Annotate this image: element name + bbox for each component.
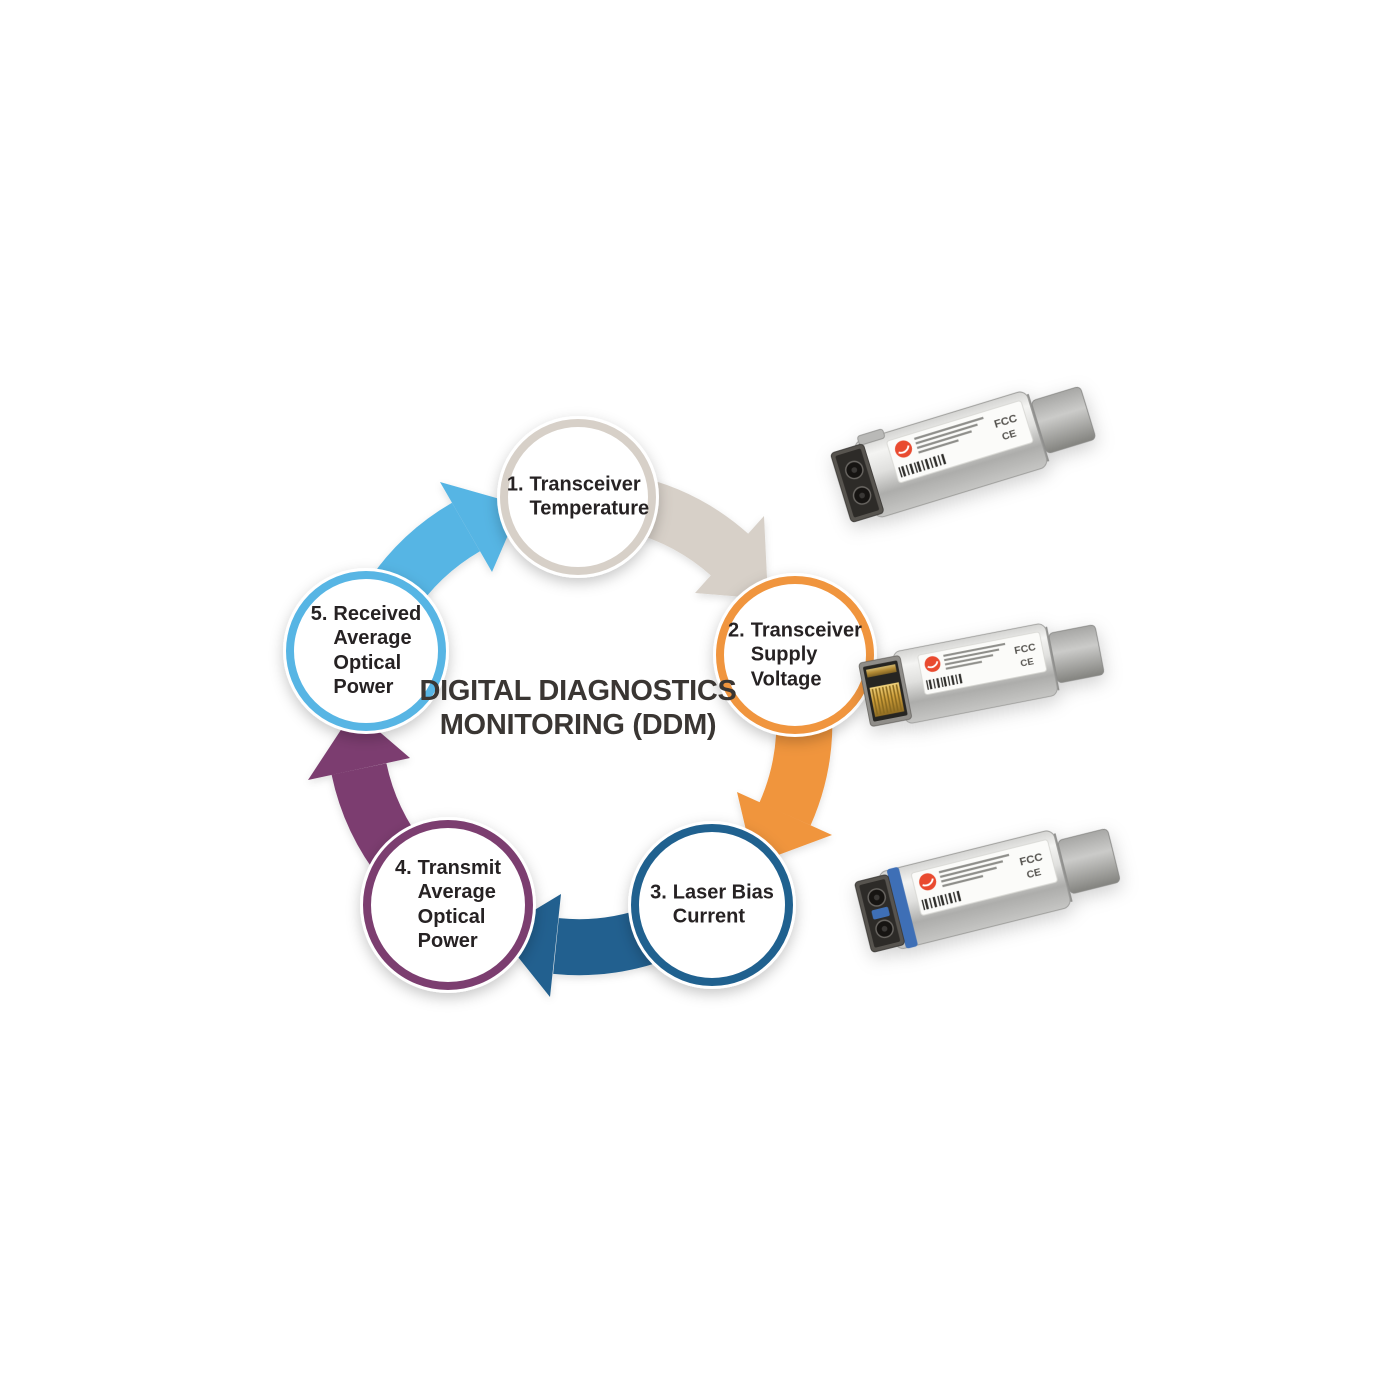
arrow-4-head <box>308 710 410 780</box>
rj45-contact-block <box>869 682 905 718</box>
blue-latch-collar <box>887 867 918 949</box>
brand-logo-swoosh <box>922 878 934 887</box>
brand-logo-swoosh <box>927 661 939 669</box>
node-2-ring <box>716 576 874 734</box>
node-3-number: 3. <box>650 881 667 904</box>
rj45-top-contact <box>866 664 897 678</box>
module-latch <box>857 428 885 446</box>
node-1-text: Transceiver Temperature <box>529 473 650 520</box>
arrow-3-head <box>498 894 561 997</box>
node-circle-3 <box>628 821 796 989</box>
node-circle-1 <box>497 416 659 578</box>
barcode <box>925 673 963 690</box>
cycle-node-circles <box>283 416 877 993</box>
lc-ports <box>845 460 872 505</box>
node-5-number: 5. <box>310 603 328 626</box>
cycle-title: DIGITAL DIAGNOSTICS MONITORING (DDM) <box>419 674 737 741</box>
product-label: FCC CE <box>886 400 1034 483</box>
label-text-lines <box>938 853 1010 888</box>
node-circle-2 <box>713 573 877 737</box>
node-4-number: 4. <box>394 857 412 880</box>
fcc-mark: FCC <box>1018 851 1044 868</box>
arrow-1-to-2 <box>629 477 768 599</box>
sfp-fiber-blue-module-illustration: FCC CE <box>854 828 1120 953</box>
node-1-ring <box>500 419 656 575</box>
barcode <box>898 453 947 478</box>
module-rear <box>1048 624 1105 683</box>
label-text-lines <box>914 416 984 454</box>
transceiver-photo-fiber-lc-blue: FCC CE <box>838 801 1140 971</box>
lc-ports <box>867 888 894 939</box>
ce-mark: CE <box>1001 429 1018 444</box>
rj45-pins <box>871 684 903 715</box>
node-4-ring <box>363 820 533 990</box>
arrow-1-head <box>695 516 768 599</box>
node-4-text: Transmit Average Optical Power <box>417 857 502 953</box>
cycle-node-label-4: 4. Transmit Average Optical Power <box>395 856 501 954</box>
sfp-fiber-module-illustration: FCC CE <box>830 386 1096 523</box>
cycle-node-label-2: 2. Transceiver Supply Voltage <box>728 618 862 691</box>
node-circle-4 <box>360 817 536 993</box>
transceiver-photo-copper-rj45: FCC CE <box>845 600 1121 744</box>
node-circle-5 <box>283 568 449 734</box>
fcc-mark: FCC <box>1014 642 1038 657</box>
brand-logo-swoosh <box>898 445 910 454</box>
node-5-text: Received Average Optical Power <box>333 603 422 699</box>
product-label: FCC CE <box>910 839 1058 916</box>
ce-mark: CE <box>1020 656 1036 669</box>
node-1-number: 1. <box>506 473 524 496</box>
cycle-node-label-5: 5. Received Average Optical Power <box>311 602 422 700</box>
sfp-copper-module-illustration: FCC CE <box>858 623 1105 727</box>
ce-mark: CE <box>1026 867 1043 881</box>
node-5-ring <box>286 571 446 731</box>
module-rear <box>1057 828 1120 894</box>
node-3-text: Laser Bias Current <box>672 881 774 928</box>
cycle-node-label-1: 1. Transceiver Temperature <box>507 473 649 522</box>
cycle-node-label-3: 3. Laser Bias Current <box>650 881 774 930</box>
rj45-front <box>858 655 912 727</box>
node-3-ring <box>631 824 793 986</box>
label-text-lines <box>943 642 1006 670</box>
barcode <box>921 890 962 911</box>
blue-port-tab <box>871 906 890 920</box>
node-2-number: 2. <box>728 619 745 642</box>
node-2-text: Transceiver Supply Voltage <box>750 619 862 691</box>
product-label: FCC CE <box>917 631 1047 695</box>
transceiver-photo-fiber-lc: FCC CE <box>813 359 1116 542</box>
